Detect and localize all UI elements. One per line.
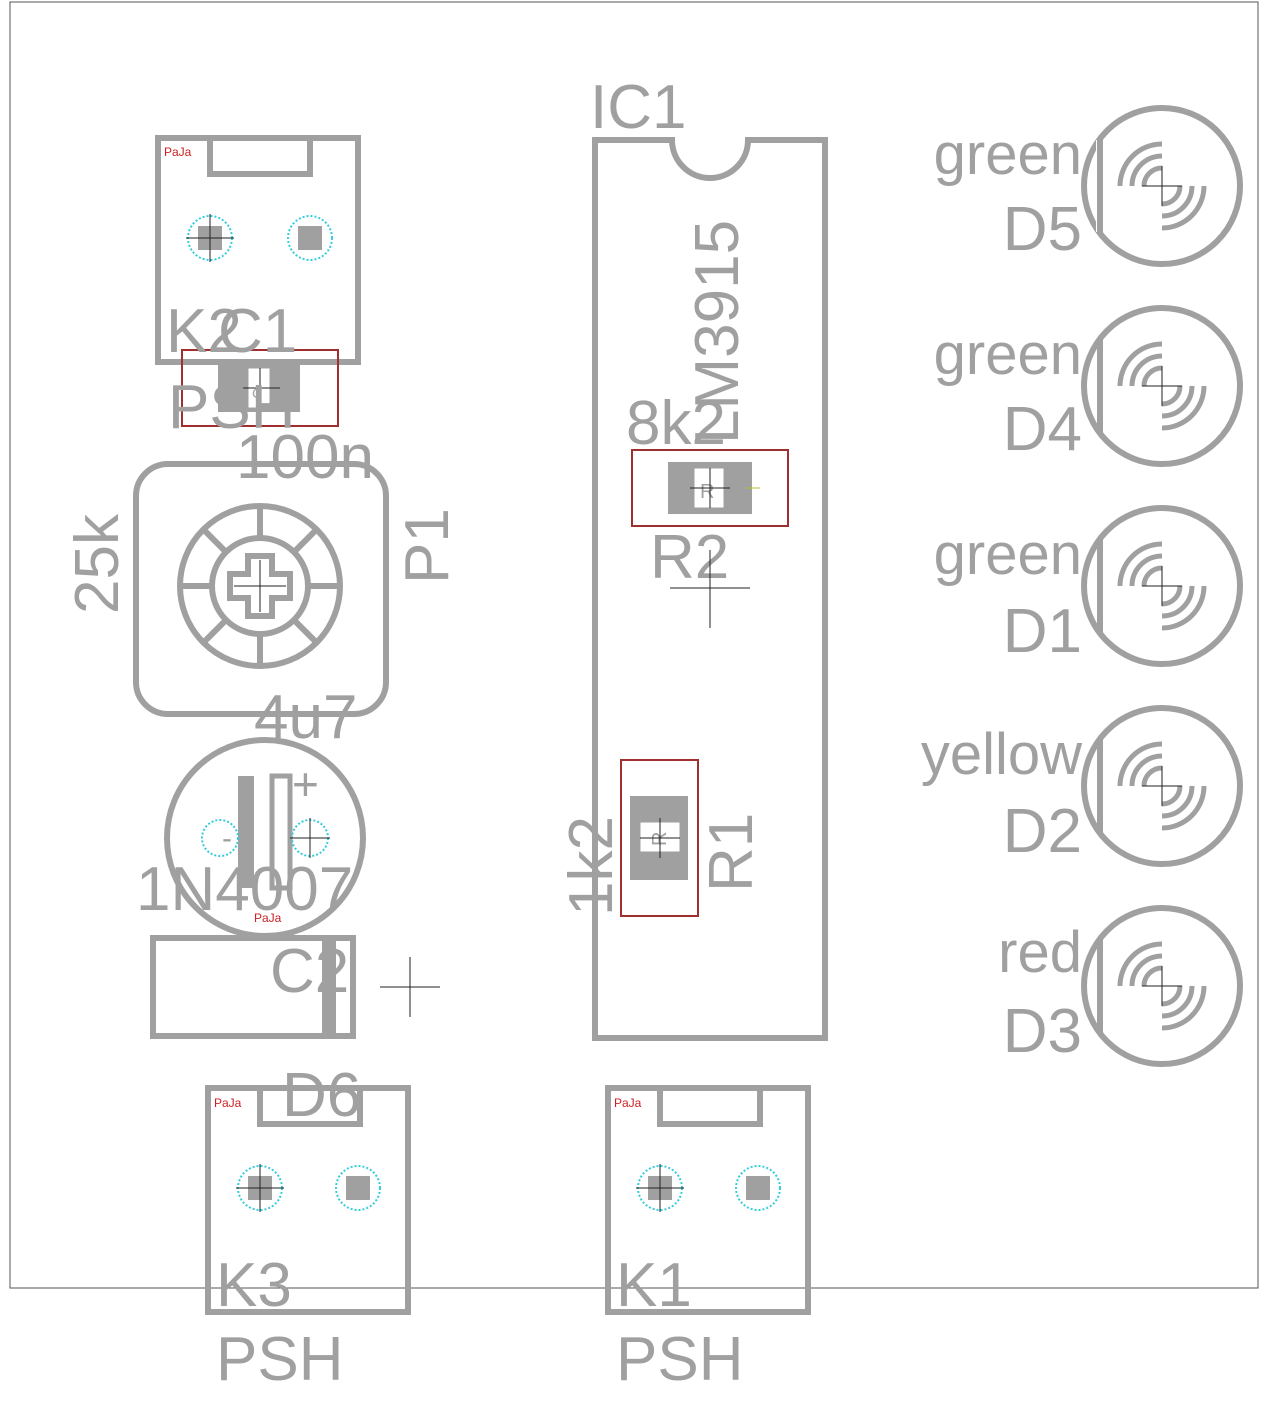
d5-color: green (934, 122, 1082, 187)
led-d4 (1081, 305, 1243, 467)
k1-value: PSH (616, 1325, 743, 1394)
c2-minus: - (222, 822, 232, 855)
connector-k1: PaJa (605, 1085, 811, 1315)
resistor-r1: R (620, 759, 699, 917)
k2-ref: K2 (166, 297, 242, 366)
k1-ref: K1 (616, 1251, 692, 1320)
r2-marker: R (700, 481, 714, 503)
led-d5 (1081, 105, 1243, 267)
d6-brand: PaJa (254, 911, 282, 925)
ic1-ref: IC1 (590, 73, 686, 142)
c2-plus: + (292, 758, 319, 810)
d5-ref: D5 (1003, 195, 1082, 264)
led-d3 (1081, 905, 1243, 1067)
c2-value: 4u7 (254, 683, 357, 752)
board-outline (9, 1, 1259, 1289)
ic1-value: LM3915 (683, 220, 752, 444)
k2-brand: PaJa (164, 145, 192, 159)
d3-color: red (998, 920, 1082, 985)
diode-d6 (150, 935, 440, 1039)
connector-k3: PaJa (205, 1085, 411, 1315)
d1-ref: D1 (1003, 597, 1082, 666)
c2-ref: C2 (270, 937, 349, 1006)
d2-ref: D2 (1003, 797, 1082, 866)
trimmer-p1 (133, 461, 389, 717)
c1-marker: C (252, 385, 262, 401)
ic-ic1 (592, 137, 828, 1041)
k3-brand: PaJa (214, 1096, 242, 1110)
p1-value: 25k (63, 513, 132, 614)
k2-value: PSH (168, 373, 295, 442)
p1-ref: P1 (393, 508, 462, 584)
c1-ref: C1 (218, 297, 297, 366)
d3-ref: D3 (1003, 997, 1082, 1066)
led-d2 (1081, 705, 1243, 867)
d4-ref: D4 (1003, 395, 1082, 464)
d6-value: 1N4007 (136, 855, 353, 924)
r1-ref: R1 (697, 813, 766, 892)
k1-brand: PaJa (614, 1096, 642, 1110)
capacitor-c1: C (181, 349, 339, 427)
c1-value: 100n (236, 423, 374, 492)
r1-value: 1k2 (557, 816, 626, 916)
r2-value: 8k2 (626, 389, 726, 458)
k3-ref: K3 (216, 1251, 292, 1320)
k2-pad-2 (287, 215, 333, 261)
resistor-r2: R (631, 449, 789, 527)
d6-ref: D6 (282, 1061, 361, 1130)
led-d1 (1081, 505, 1243, 667)
k3-value: PSH (216, 1325, 343, 1394)
r2-ref: R2 (650, 523, 729, 592)
d1-color: green (934, 522, 1082, 587)
d2-color: yellow (921, 722, 1083, 787)
capacitor-c2: + - (164, 737, 366, 939)
d4-color: green (934, 322, 1082, 387)
